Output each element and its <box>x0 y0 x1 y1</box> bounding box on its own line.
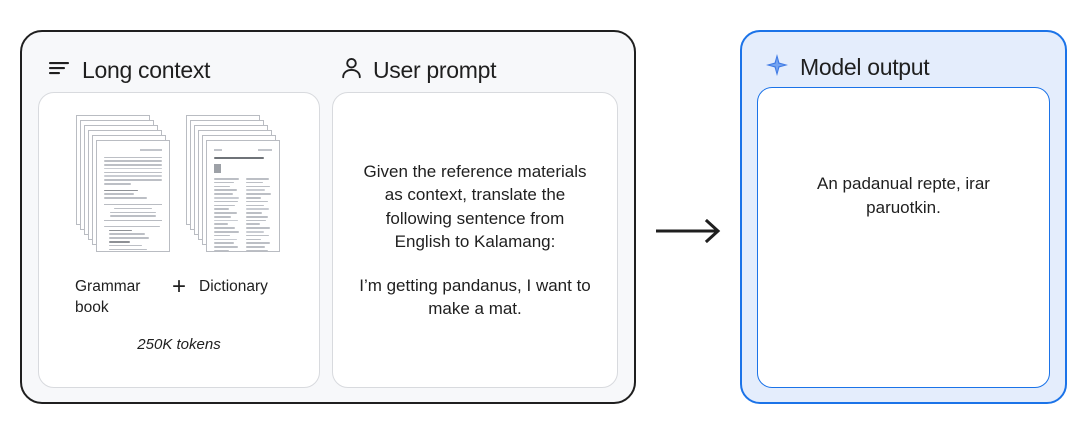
user-prompt-header: User prompt <box>330 48 618 92</box>
dictionary-label: Dictionary <box>199 278 268 295</box>
dictionary-stack <box>186 115 282 260</box>
grammar-book-stack <box>76 115 172 260</box>
long-context-title: Long context <box>82 56 211 83</box>
user-prompt-title: User prompt <box>372 56 497 83</box>
long-context-input-card: Long context User prompt <box>20 30 636 404</box>
model-output-text: An padanual repte, irar paruotkin. <box>817 174 990 217</box>
sparkle-icon <box>765 53 789 82</box>
input-card-headers: Long context User prompt <box>38 48 618 92</box>
input-panels: Grammar book + Dictionary 250K tokens Gi… <box>38 92 618 388</box>
dictionary-page <box>206 140 280 252</box>
model-output-card: Model output An padanual repte, irar par… <box>740 30 1067 404</box>
grammar-book-label: Grammar book <box>74 278 141 316</box>
list-lines-icon <box>49 60 71 81</box>
user-prompt-content: Given the reference materials as context… <box>359 160 591 321</box>
document-stacks <box>39 93 319 260</box>
grammar-page <box>96 140 170 252</box>
source-labels: Grammar book + Dictionary <box>39 260 319 318</box>
prompt-sentence-text: I’m getting pandanus, I want to make a m… <box>359 275 591 319</box>
plus-symbol: + <box>171 273 186 300</box>
long-context-header: Long context <box>38 48 330 92</box>
right-arrow-icon <box>655 218 727 244</box>
context-panel: Grammar book + Dictionary 250K tokens <box>38 92 320 388</box>
model-output-panel: An padanual repte, irar paruotkin. <box>757 87 1050 388</box>
model-output-header: Model output <box>757 47 1050 87</box>
user-prompt-panel: Given the reference materials as context… <box>332 92 618 388</box>
person-icon <box>341 57 362 84</box>
prompt-spacer <box>359 254 591 274</box>
prompt-instruction-text: Given the reference materials as context… <box>363 161 587 252</box>
token-count-label: 250K tokens <box>137 336 221 353</box>
model-output-title: Model output <box>800 53 930 80</box>
